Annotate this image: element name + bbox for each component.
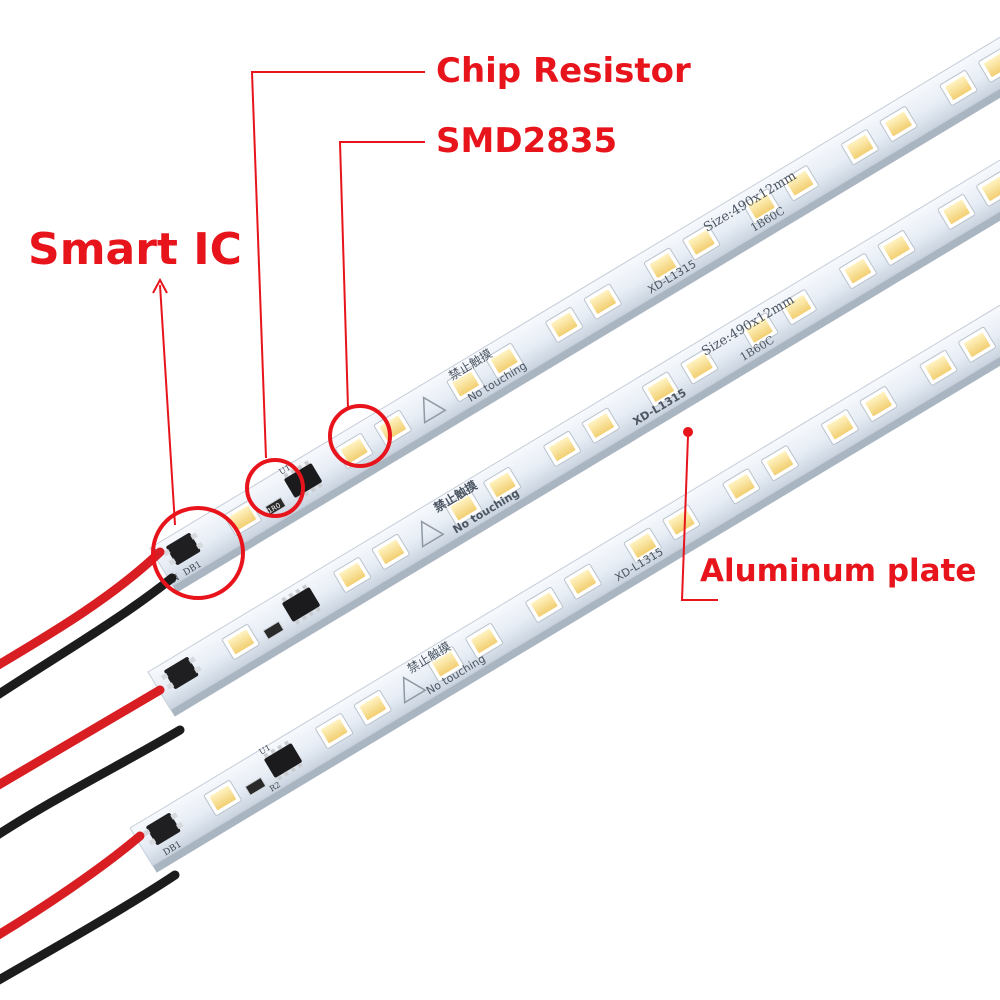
led-strip-3: 禁止触摸 No touching XD-L1315 DB1 U1 R2 (129, 54, 1000, 873)
aluminum-plate-label: Aluminum plate (700, 553, 977, 589)
smart-ic-label: Smart IC (28, 224, 242, 275)
annotations (151, 71, 718, 601)
smd2835-label: SMD2835 (436, 121, 618, 161)
smd2835-highlight-circle (328, 404, 392, 468)
chip-resistor-highlight-circle (245, 458, 305, 518)
aluminum-plate-marker (683, 427, 693, 437)
chip-resistor-label: Chip Resistor (436, 51, 691, 91)
smart-ic-highlight-circle (151, 506, 245, 600)
power-wires (0, 547, 185, 985)
